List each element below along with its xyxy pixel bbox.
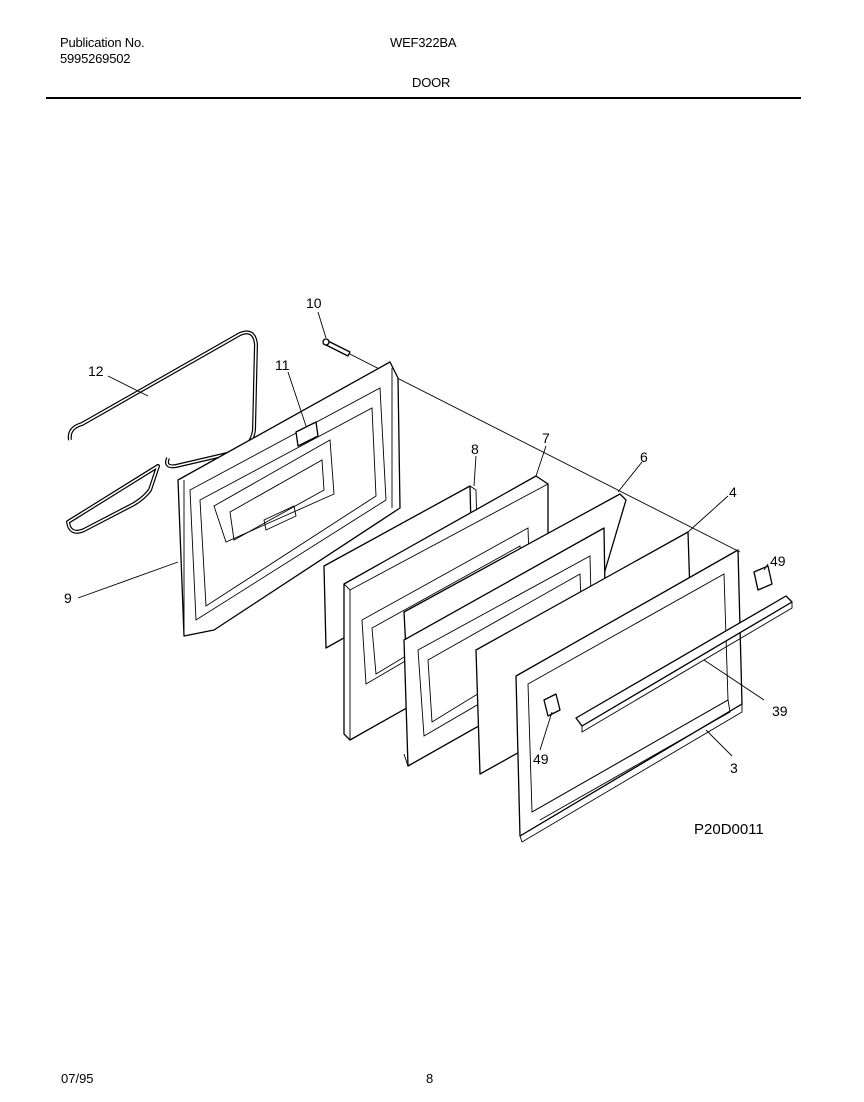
leader-39 xyxy=(703,659,765,701)
part-12-gasket xyxy=(66,330,258,534)
callout-8: 8 xyxy=(471,441,479,457)
leader-12 xyxy=(107,375,149,397)
page-number: 8 xyxy=(426,1071,434,1086)
leader-49-left xyxy=(539,711,553,751)
leader-11 xyxy=(287,371,307,427)
publication-label: Publication No. xyxy=(60,35,145,50)
callout-11: 11 xyxy=(275,357,290,373)
leader-4 xyxy=(687,495,729,533)
part-49-clip-right xyxy=(753,565,773,591)
callout-3: 3 xyxy=(730,760,738,776)
alignment-guide-line xyxy=(337,347,741,553)
callout-39: 39 xyxy=(772,703,788,719)
leader-3 xyxy=(705,729,733,757)
leader-10 xyxy=(317,311,327,339)
callout-4: 4 xyxy=(729,484,737,500)
callout-12: 12 xyxy=(88,363,104,379)
callout-9: 9 xyxy=(64,590,72,606)
publication-number: 5995269502 xyxy=(60,51,131,66)
part-10-screw xyxy=(322,338,351,357)
callout-10: 10 xyxy=(306,295,322,311)
model-number: WEF322BA xyxy=(390,35,457,50)
section-title: DOOR xyxy=(412,75,451,90)
footer-date: 07/95 xyxy=(61,1071,94,1086)
leader-8 xyxy=(473,455,477,487)
callout-7: 7 xyxy=(542,430,550,446)
leader-9 xyxy=(77,561,179,599)
leader-7 xyxy=(535,445,547,477)
leader-6 xyxy=(617,461,643,493)
drawing-code: P20D0011 xyxy=(694,821,764,838)
callout-6: 6 xyxy=(640,449,648,465)
leader-49-right xyxy=(763,563,769,571)
part-39-handle-trim xyxy=(575,595,793,733)
header-rule xyxy=(46,97,801,99)
part-9-door-liner xyxy=(177,361,401,637)
part-49-clip-left xyxy=(543,693,561,717)
callout-49-left: 49 xyxy=(533,751,549,767)
callout-49-right: 49 xyxy=(770,553,786,569)
